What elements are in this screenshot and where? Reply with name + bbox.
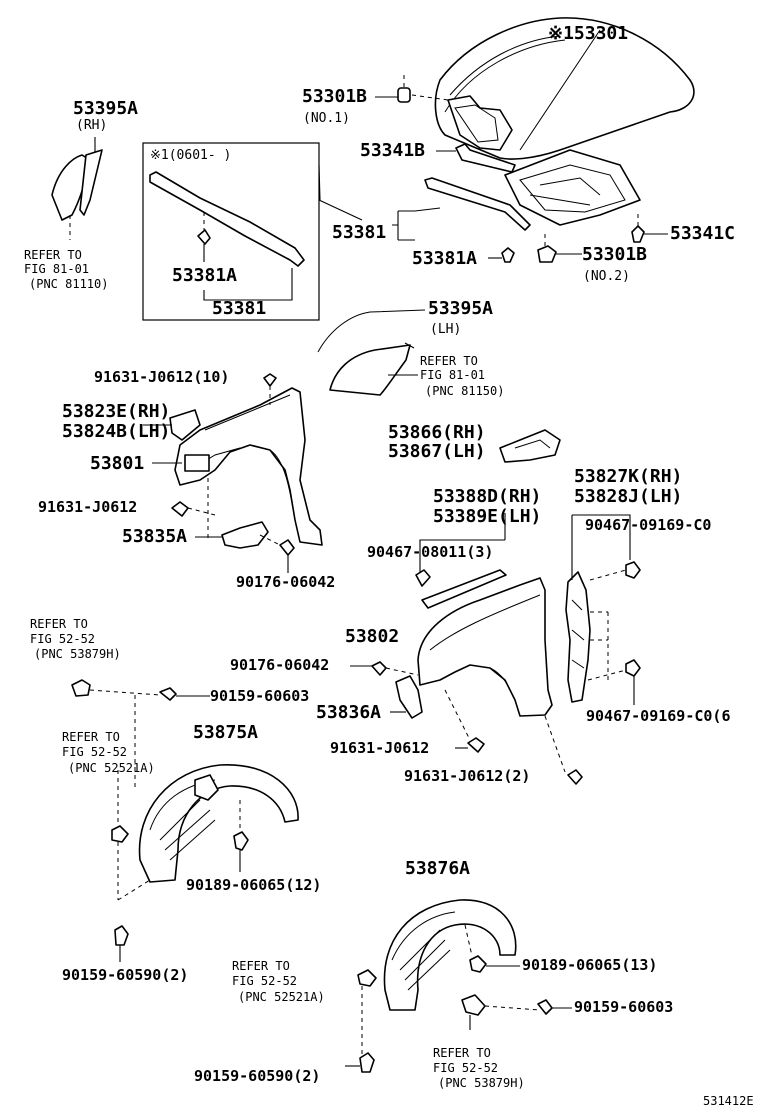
clip-top-label: 90467-09169-C0 [585,516,712,534]
hood-seal-front-label: 53341B [360,140,426,161]
molding-rh-side: (RH) [76,118,108,133]
screw-d-label: 90159-60590(2) [194,1067,321,1085]
fender-shield-part [499,429,561,463]
liner-rh-part [111,764,299,962]
hood-seal-bar-part [392,177,531,241]
fender-rh-part [143,373,323,573]
hood-panel [434,17,695,160]
figure-code: 531412E [703,1094,754,1108]
molding-rh-part [51,137,103,240]
support-lh-label: 53836A [316,702,382,723]
cover-lh-label: 53828J(LH) [574,486,683,507]
refer-5252-a-line3: (PNC 53879H) [34,647,121,661]
seal-lh-label: 53389E(LH) [433,506,542,527]
fender-lh-part [350,577,583,785]
hood-stop-2-label: 53301B [582,244,648,265]
seal-clip-label: 53381A [412,248,478,269]
refer-5252-b-line2: FIG 52-52 [62,745,128,759]
hood-label: ※153301 [548,23,629,44]
refer-5252-a-line1: REFER TO [30,617,88,631]
refer-8101-a-line1: REFER TO [24,248,82,262]
fender-lh-label: 53802 [345,626,400,647]
refer-5252-d-line2: FIG 52-52 [433,1061,499,1075]
refer-8101-b-line1: REFER TO [420,354,478,368]
molding-lh-label: 53395A [428,298,494,319]
seal-rh-label: 53388D(RH) [433,486,542,507]
shield-rh-label: 53866(RH) [388,422,486,443]
refer-5252-d-line3: (PNC 53879H) [438,1076,525,1090]
inset-box [142,142,363,321]
inset-group-label: 53381 [212,298,267,319]
seal-clip-part [488,247,515,263]
bracket-lh-label: 53824B(LH) [62,421,171,442]
figure-code-box [701,1093,755,1109]
inset-title: ※1(0601- ) [150,148,232,163]
screw-b-label: 90159-60590(2) [62,966,189,984]
refer-5252-b-line3: (PNC 52521A) [68,761,155,775]
refer-8101-b-line2: FIG 81-01 [420,368,486,382]
hood-stop-2-number: (NO.2) [583,269,630,284]
screw-c-label: 90159-60603 [574,998,674,1016]
liner-lh-label: 53876A [405,858,471,879]
refer-clip-a-part [71,679,210,790]
bolt-rh-label: 91631-J0612 [38,498,138,516]
liner-rh-label: 53875A [193,722,259,743]
molding-lh-side: (LH) [430,322,462,337]
seal-bar-group-label: 53381 [332,222,387,243]
fender-seal-part [415,513,507,609]
refer-8101-a-line3: (PNC 81110) [29,277,109,291]
bolt-10-label: 91631-J0612(10) [94,368,230,386]
clip-bottom-label: 90467-09169-C0(6 [586,707,731,725]
fender-cover-part [565,514,641,705]
refer-5252-c-line2: FIG 52-52 [232,974,298,988]
refer-5252-b-line1: REFER TO [62,730,120,744]
molding-rh-label: 53395A [73,98,139,119]
refer-5252-a-line2: FIG 52-52 [30,632,96,646]
hood-seal-front-part [436,143,516,173]
bolt-lh-label: 91631-J0612 [330,739,430,757]
screw-a-label: 90159-60603 [210,687,310,705]
refer-5252-c-line3: (PNC 52521A) [238,990,325,1004]
hood-seal-rear-label: 53341C [670,223,736,244]
hood-seal-rear-part [631,212,668,243]
refer-5252-d-line1: REFER TO [433,1046,491,1060]
hood-stop-1-part [375,75,449,103]
hood-stop-1-number: (NO.1) [303,111,350,126]
nut-lh-label: 90176-06042 [230,656,330,674]
liner-lh-part [345,899,572,1073]
refer-8101-a-line2: FIG 81-01 [24,262,90,276]
cover-rh-label: 53827K(RH) [574,466,683,487]
clip-seal-label: 90467-08011(3) [367,543,494,561]
refer-8101-b-line3: (PNC 81150) [425,384,505,398]
inset-clip-label: 53381A [172,265,238,286]
hood-stop-1-label: 53301B [302,86,368,107]
clip-12-label: 90189-06065(12) [186,876,322,894]
bracket-rh-label: 53823E(RH) [62,401,171,422]
bolt-lh-2-label: 91631-J0612(2) [404,767,531,785]
hood-inner-frame [504,149,641,226]
clip-13-label: 90189-06065(13) [522,956,658,974]
nut-rh-label: 90176-06042 [236,573,336,591]
fender-rh-label: 53801 [90,453,145,474]
support-rh-label: 53835A [122,526,188,547]
hood-stop-2-part [537,230,582,263]
molding-lh-part [317,309,426,396]
shield-lh-label: 53867(LH) [388,441,486,462]
refer-5252-c-line1: REFER TO [232,959,290,973]
